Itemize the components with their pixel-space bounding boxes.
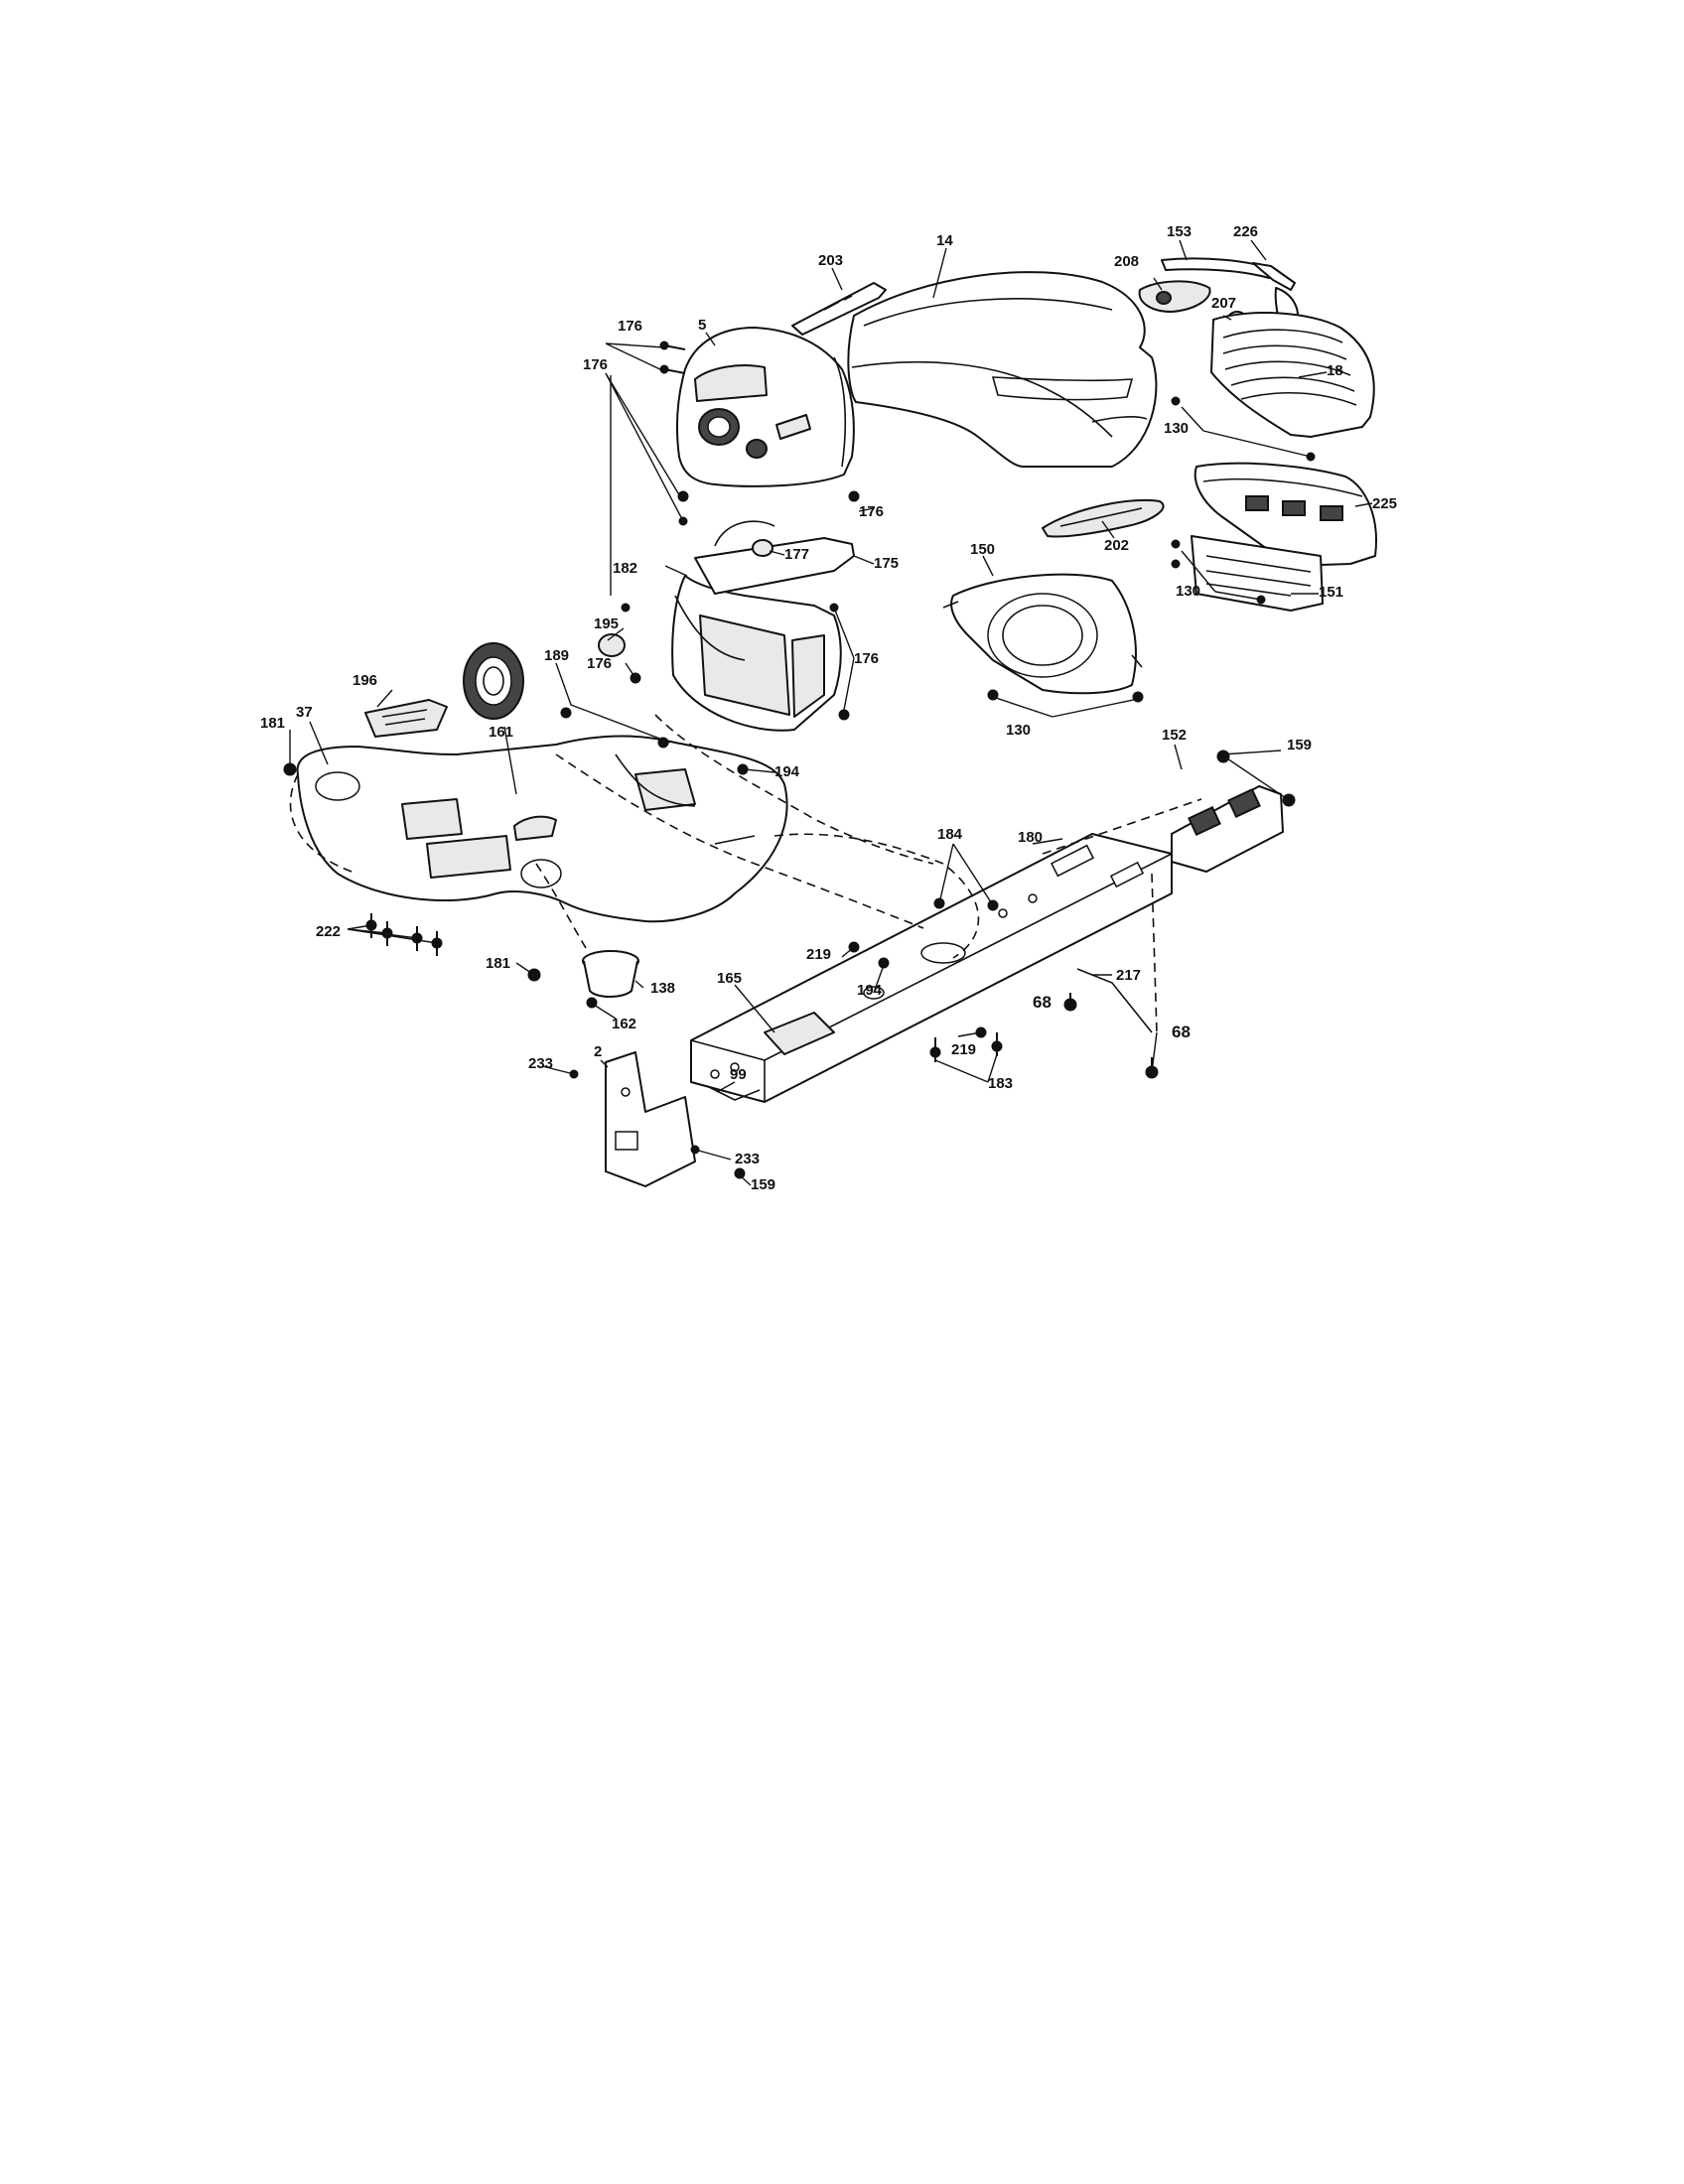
part-2-front-bracket [605, 1051, 696, 1187]
callout-189: 189 [544, 647, 569, 664]
part-153-trim [1161, 257, 1274, 279]
callout-217: 217 [1116, 967, 1141, 984]
callout-195: 195 [594, 615, 619, 632]
callout-151: 151 [1319, 584, 1343, 601]
callout-14: 14 [936, 232, 953, 249]
callout-68b: 68 [1172, 1023, 1191, 1041]
callout-182: 182 [613, 560, 637, 577]
callout-219a: 219 [806, 946, 831, 963]
callout-176e: 176 [854, 650, 879, 667]
callout-219b: 219 [951, 1041, 976, 1058]
callout-176d: 176 [587, 655, 612, 672]
part-177-switch [752, 539, 773, 557]
callout-184: 184 [937, 826, 963, 843]
callout-181a: 181 [260, 715, 285, 732]
part-182-console [671, 575, 842, 732]
callout-161: 161 [489, 724, 513, 741]
callout-225: 225 [1372, 495, 1397, 512]
callout-202: 202 [1104, 537, 1129, 554]
callout-222: 222 [316, 923, 341, 940]
leader-lines [289, 239, 1373, 1186]
callout-165: 165 [717, 970, 742, 987]
callout-233b: 233 [735, 1151, 760, 1167]
callout-194a: 194 [774, 763, 800, 780]
callout-labels: 14 203 153 226 208 207 5 176 18 130 176 … [260, 223, 1397, 1193]
callout-150: 150 [970, 541, 995, 558]
callout-37: 37 [296, 704, 313, 721]
hood-part [847, 271, 1158, 468]
callout-177: 177 [784, 546, 809, 563]
part-161-gasket [463, 642, 524, 720]
callout-130c: 130 [1006, 722, 1031, 739]
callout-162: 162 [612, 1016, 636, 1032]
callout-208: 208 [1114, 253, 1139, 270]
callout-152: 152 [1162, 727, 1187, 744]
callout-226: 226 [1233, 223, 1258, 240]
callout-2: 2 [594, 1043, 602, 1060]
callout-207: 207 [1211, 295, 1236, 312]
callout-181b: 181 [486, 955, 510, 972]
part-195-plug [598, 633, 626, 657]
callout-5: 5 [698, 317, 706, 334]
part-138-cup [582, 950, 639, 998]
part-175-bracket [694, 520, 855, 595]
part-18-grille [1210, 312, 1375, 438]
callout-159b: 159 [751, 1176, 775, 1193]
callout-196: 196 [352, 672, 377, 689]
part-217-rod [1076, 968, 1153, 1033]
part-5-dash-panel [676, 327, 855, 487]
part-202-strip [1042, 498, 1165, 538]
callout-194b: 194 [857, 982, 883, 999]
callout-180: 180 [1018, 829, 1043, 846]
part-225-bumper [1193, 462, 1377, 567]
callout-203: 203 [818, 252, 843, 269]
part-203-strip [791, 282, 887, 336]
part-151-bracket [1191, 535, 1324, 612]
part-196-pad [364, 699, 448, 738]
callout-176b: 176 [583, 356, 608, 373]
cable-routing [289, 714, 1202, 1033]
callout-138: 138 [650, 980, 675, 997]
callout-130b: 130 [1176, 583, 1200, 600]
part-150-dash-inner [942, 573, 1143, 695]
callout-176a: 176 [618, 318, 642, 335]
callout-99: 99 [730, 1066, 747, 1083]
part-37-fender [296, 735, 788, 923]
callout-130a: 130 [1164, 420, 1189, 437]
callout-153: 153 [1167, 223, 1192, 240]
part-165-plate [764, 1012, 835, 1055]
callout-233a: 233 [528, 1055, 553, 1072]
part-180-frame [690, 833, 1173, 1103]
callout-18: 18 [1327, 362, 1343, 379]
part-208-lens [1138, 280, 1211, 313]
callout-175: 175 [874, 555, 899, 572]
part-152-rear-plate [1171, 785, 1284, 873]
callout-68a: 68 [1033, 993, 1052, 1012]
part-99-rod [706, 1085, 761, 1101]
callout-159a: 159 [1287, 737, 1312, 753]
callout-183: 183 [988, 1075, 1013, 1092]
callout-176c: 176 [859, 503, 884, 520]
